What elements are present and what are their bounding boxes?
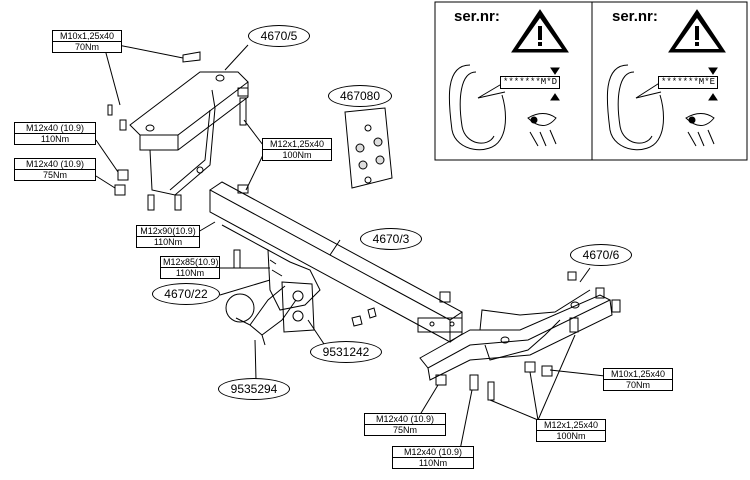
bracket-4670-5 <box>129 71 249 196</box>
eye-icon <box>685 113 715 147</box>
leader-line <box>245 154 264 191</box>
bolt-m12x90 <box>221 224 269 251</box>
arrow-down-icon <box>708 67 718 75</box>
part-number-4670-5: 4670/5 <box>248 25 310 47</box>
socket-plate-9531242 <box>281 281 451 333</box>
torque-label-m10-left: M10x1,25x40 70Nm <box>52 30 122 53</box>
warning-triangle-icon <box>511 9 569 53</box>
torque-label-m12x40-d: M12x40 (10.9) 110Nm <box>392 446 474 469</box>
leader-line <box>95 175 116 189</box>
torque-label-m12x125-top: M12x1,25x40 100Nm <box>262 138 332 161</box>
part-number-4670-22: 4670/22 <box>152 283 220 305</box>
part-number-4670-3: 4670/3 <box>360 228 422 250</box>
arrow-up-icon <box>550 93 560 101</box>
torque-label-m12x40-b: M12x40 (10.9) 75Nm <box>14 158 96 181</box>
serial-number-label: ser.nr: <box>612 8 658 25</box>
leader-line <box>197 221 216 233</box>
arrow-down-icon <box>550 67 560 75</box>
torque-label-m12x40-a: M12x40 (10.9) 110Nm <box>14 122 96 145</box>
arrow-up-icon <box>708 93 718 101</box>
leader-line <box>219 279 271 296</box>
part-number-9535294: 9535294 <box>218 378 290 400</box>
serial-code-tag: *******M*E <box>658 76 719 89</box>
tag-pointer <box>477 91 506 99</box>
crossbar-4670-3 <box>209 181 463 343</box>
torque-label-m12x85: M12x85(10.9) 110Nm <box>160 256 220 279</box>
serial-number-label: ser.nr: <box>454 8 500 25</box>
tag-pointer <box>635 81 662 99</box>
warning-panel <box>434 1 748 161</box>
part-number-9531242: 9531242 <box>310 341 382 363</box>
bracket-4670-6 <box>419 289 613 381</box>
plate-467080 <box>344 107 393 189</box>
warning-triangle-icon <box>668 9 726 53</box>
serial-code-tag: *******M*D <box>500 76 561 89</box>
bolt-set <box>435 271 621 401</box>
part-number-4670-6: 4670/6 <box>570 244 632 266</box>
leader-line <box>529 371 539 421</box>
towball-outline <box>448 64 506 151</box>
leader-line <box>489 399 539 421</box>
towball-outline <box>606 64 664 151</box>
part-number-467080: 467080 <box>328 85 392 107</box>
towball-9535294 <box>225 285 297 346</box>
torque-label-m12x90: M12x90(10.9) 110Nm <box>136 225 200 248</box>
leader-line <box>254 339 257 381</box>
leader-line <box>95 139 119 173</box>
leader-line <box>329 239 341 256</box>
leader-line <box>537 334 576 421</box>
eye-icon <box>527 113 557 147</box>
bolt-set <box>107 51 249 211</box>
leader-line <box>224 44 249 71</box>
leader-line <box>579 267 591 283</box>
leader-line <box>459 389 473 451</box>
torque-label-m12x125-bottom: M12x1,25x40 100Nm <box>536 419 606 442</box>
torque-label-m12x40-c: M12x40 (10.9) 75Nm <box>364 413 446 436</box>
leader-line <box>243 119 264 146</box>
torque-label-m10-right: M10x1,25x40 70Nm <box>603 368 673 391</box>
tag-pointer <box>635 91 662 99</box>
bolt-m12x85 <box>233 249 241 269</box>
